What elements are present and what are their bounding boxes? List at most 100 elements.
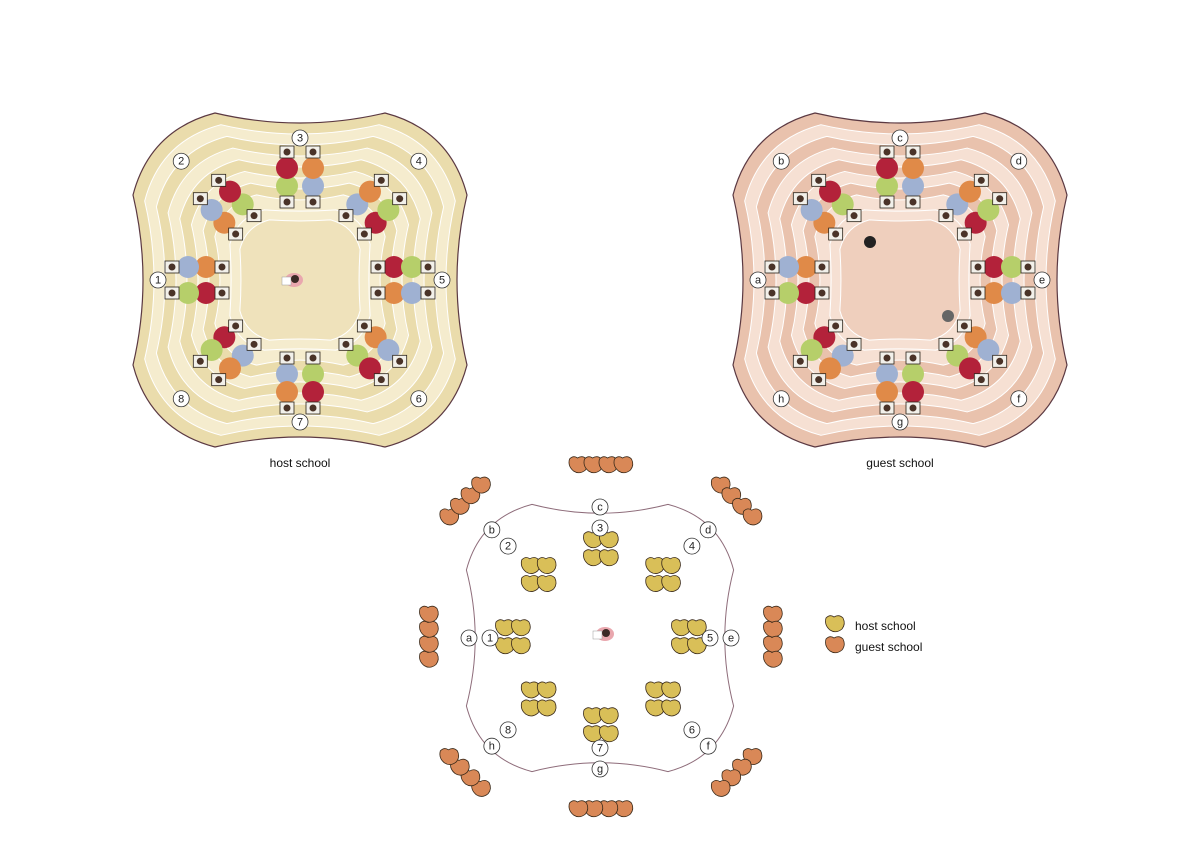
label-1: 1: [155, 275, 161, 287]
legend: host school guest school: [825, 615, 922, 654]
host-cluster-8: [520, 681, 557, 717]
guest-chair: [419, 635, 439, 653]
host-chair: [687, 619, 707, 637]
label-a-circle: [749, 271, 767, 289]
label-g-circle: [891, 413, 909, 431]
student-head: [996, 357, 1004, 365]
chair: [383, 256, 405, 278]
guest-chair: [568, 800, 589, 818]
host-label-4-circle: [683, 537, 701, 555]
label-g: g: [897, 417, 903, 429]
student-head: [283, 354, 291, 362]
student-head: [974, 289, 982, 297]
student-head: [396, 357, 404, 365]
label-7-circle: [291, 413, 309, 431]
seating-group-c: [876, 145, 924, 209]
guest-label-b: b: [489, 524, 495, 536]
host-label-7: 7: [597, 743, 603, 755]
room-outline: [465, 503, 735, 773]
label-8-circle: [172, 390, 190, 408]
guest-label-e-circle: [722, 629, 740, 647]
host-label-3-circle: [591, 519, 609, 537]
label-f: f: [1017, 393, 1021, 405]
seating-group-3: [276, 145, 324, 209]
student-head: [796, 357, 804, 365]
guest-chair: [439, 748, 460, 765]
label-5: 5: [439, 275, 445, 287]
student-head: [232, 322, 240, 330]
chair: [276, 175, 298, 197]
chair: [795, 256, 817, 278]
host-label-7-circle: [591, 739, 609, 757]
label-c: c: [897, 133, 903, 145]
legend-guest-label: guest school: [855, 640, 922, 654]
seating-group-4: [338, 173, 408, 241]
guest-chair: [450, 497, 470, 515]
student-head: [283, 404, 291, 412]
chair: [876, 363, 898, 385]
student-head: [396, 195, 404, 203]
student-head: [909, 354, 917, 362]
student-head: [974, 263, 982, 271]
student-head: [832, 230, 840, 238]
host-chair: [599, 549, 619, 567]
seating-group-5: [370, 256, 436, 304]
guest-arc-e: [763, 605, 783, 668]
student-head: [283, 198, 291, 206]
student-head: [768, 289, 776, 297]
guest-chair: [439, 508, 460, 526]
chair: [401, 282, 423, 304]
host-chair: [661, 575, 681, 592]
guest-chair: [583, 800, 604, 818]
label-6-circle: [410, 390, 428, 408]
guest-chair: [763, 650, 783, 668]
label-e-circle: [1033, 271, 1051, 289]
student-head: [309, 198, 317, 206]
seating-group-d: [938, 173, 1008, 241]
guest-label-a: a: [466, 633, 473, 645]
host-cluster-4: [645, 557, 681, 592]
observer: [942, 310, 954, 322]
host-school-legend-icon: [825, 615, 845, 633]
guest-label-h-circle: [483, 737, 501, 755]
student-head: [883, 148, 891, 156]
chair: [195, 282, 217, 304]
student-head: [977, 376, 985, 384]
label-7: 7: [297, 417, 303, 429]
chair: [876, 175, 898, 197]
student-head: [196, 195, 204, 203]
host-label-8-circle: [499, 721, 517, 739]
student-head: [942, 212, 950, 220]
chair: [902, 363, 924, 385]
host-chair: [511, 637, 531, 655]
chair: [902, 381, 924, 403]
host-chair: [536, 681, 557, 699]
guest-arc-h: [439, 748, 491, 797]
chair: [276, 157, 298, 179]
chair: [401, 256, 423, 278]
chair: [302, 157, 324, 179]
label-2-circle: [172, 152, 190, 170]
host-chair: [661, 681, 681, 699]
label-4: 4: [416, 156, 422, 168]
host-label-1: 1: [487, 633, 493, 645]
student-head: [818, 263, 826, 271]
guest-chair: [742, 508, 763, 526]
chair: [777, 282, 799, 304]
label-b-circle: [772, 152, 790, 170]
legend-host-shape: [825, 615, 845, 633]
student-head: [309, 404, 317, 412]
guest-chair: [419, 650, 439, 668]
label-c-circle: [891, 129, 909, 147]
guest-label-a-circle: [460, 629, 478, 647]
teacher-head: [291, 275, 299, 283]
host-chair: [599, 531, 619, 549]
student-head: [360, 322, 368, 330]
guest-chair: [710, 779, 731, 797]
label-d: d: [1016, 156, 1022, 168]
chair: [795, 282, 817, 304]
legend-host-label: host school: [855, 619, 916, 633]
